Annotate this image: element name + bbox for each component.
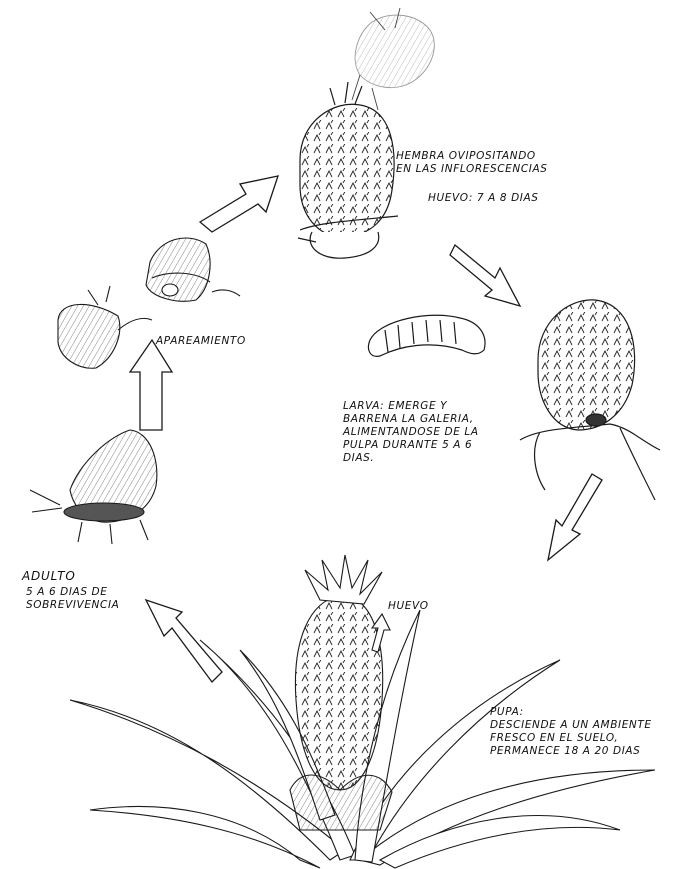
label-mating: APAREAMIENTO (156, 335, 246, 348)
label-larva-line-5: DIAS. (343, 452, 479, 465)
arrow-to-mating (130, 340, 172, 430)
label-adult-title: ADULTO (22, 570, 76, 583)
label-larva-line-4: PULPA DURANTE 5 A 6 (343, 439, 479, 452)
label-adult-line-1: 5 A 6 DIAS DE (26, 586, 119, 599)
label-pupa-line-2: DESCIENDE A UN AMBIENTE (490, 719, 652, 732)
label-female-line-1: HEMBRA OVIPOSITANDO (396, 150, 548, 163)
arrow-to-larva (450, 245, 520, 306)
label-larva: LARVA: EMERGE Y BARRENA LA GALERIA, ALIM… (343, 400, 479, 465)
inflorescence-top (298, 82, 398, 258)
label-egg: HUEVO (388, 600, 429, 613)
arrow-to-female (200, 176, 278, 232)
label-female-line-2: EN LAS INFLORESCENCIAS (396, 163, 548, 176)
label-female-ovipositing: HEMBRA OVIPOSITANDO EN LAS INFLORESCENCI… (396, 150, 548, 176)
label-adult-line-2: SOBREVIVENCIA (26, 599, 119, 612)
inflorescence-right (520, 300, 660, 500)
label-pupa-line-1: PUPA: (490, 706, 652, 719)
larva-caterpillar (368, 315, 485, 356)
label-pupa: PUPA: DESCIENDE A UN AMBIENTE FRESCO EN … (490, 706, 652, 758)
female-butterfly-ovipositing (352, 8, 434, 110)
label-larva-line-2: BARRENA LA GALERIA, (343, 413, 479, 426)
label-adult: 5 A 6 DIAS DE SOBREVIVENCIA (26, 586, 119, 612)
label-larva-line-3: ALIMENTANDOSE DE LA (343, 426, 479, 439)
label-egg-duration: HUEVO: 7 A 8 DIAS (428, 192, 539, 205)
arrow-to-pupa (548, 474, 602, 560)
adult-butterfly (30, 430, 157, 544)
arrow-to-adult (146, 600, 222, 682)
label-larva-line-1: LARVA: EMERGE Y (343, 400, 479, 413)
label-pupa-line-4: PERMANECE 18 A 20 DIAS (490, 745, 652, 758)
label-pupa-line-3: FRESCO EN EL SUELO, (490, 732, 652, 745)
